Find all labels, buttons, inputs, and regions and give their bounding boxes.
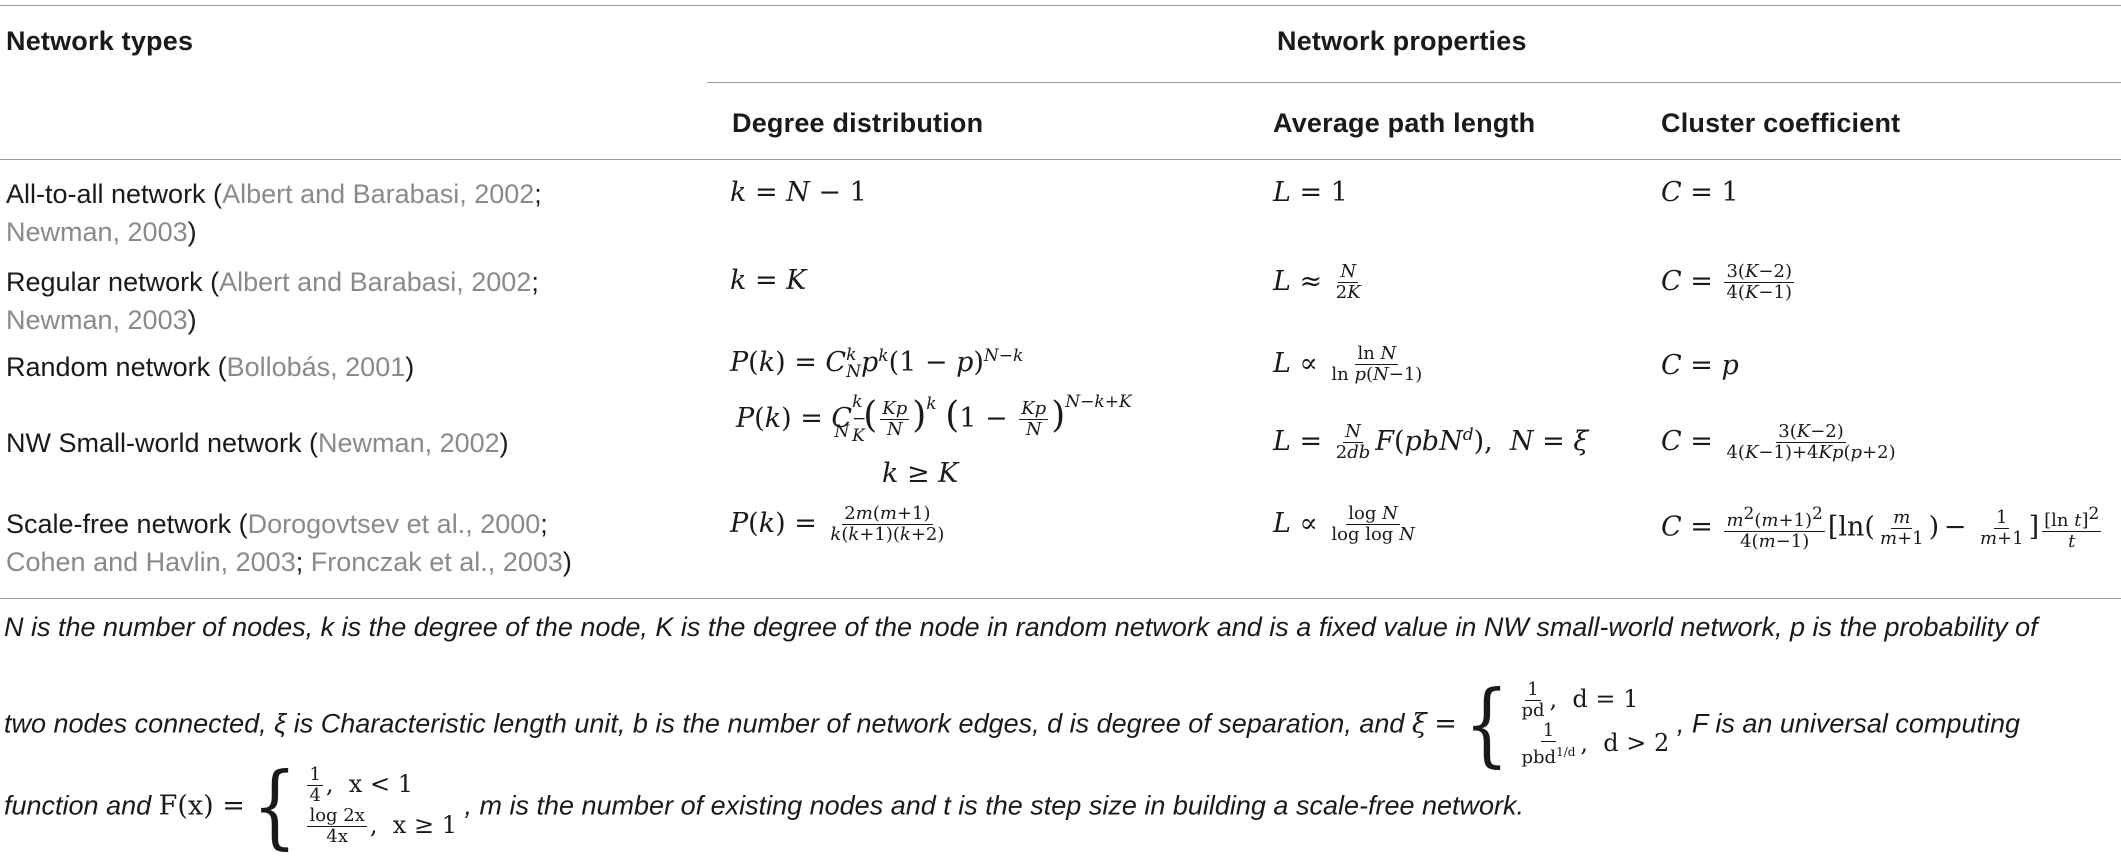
network-name: Random network ( bbox=[6, 352, 227, 382]
footnote-line-2: two nodes connected, ξ is Characteristic… bbox=[4, 670, 2020, 778]
citation-link[interactable]: Bollobás, 2001 bbox=[226, 352, 406, 382]
row-name-nw-small-world: NW Small-world network (Newman, 2002) bbox=[6, 424, 686, 462]
cluster-formula-all-to-all: C = 1 bbox=[1661, 177, 1739, 208]
path-formula-all-to-all: L = 1 bbox=[1273, 177, 1348, 208]
table-top-rule bbox=[0, 5, 2121, 6]
footnote-line-1: N is the number of nodes, k is the degre… bbox=[4, 612, 2038, 642]
cluster-formula-nw: C = 3(K−2)4(K−1)+4Kp(p+2) bbox=[1661, 421, 1896, 463]
citation-link[interactable]: Albert and Barabasi, 2002 bbox=[219, 267, 532, 297]
header-bottom-rule bbox=[0, 159, 2121, 160]
degree-condition-nw: k ≥ K bbox=[882, 458, 959, 489]
footnote-text: , m is the number of existing nodes and … bbox=[464, 790, 1525, 821]
citation-link[interactable]: Newman, 2003 bbox=[6, 217, 188, 247]
row-name-scale-free: Scale-free network (Dorogovtsev et al., … bbox=[6, 505, 706, 581]
cluster-formula-random: C = p bbox=[1661, 350, 1739, 381]
network-name: Regular network ( bbox=[6, 267, 220, 297]
degree-formula-scale-free: P(k) = 2m(m+1)k(k+1)(k+2) bbox=[730, 503, 945, 545]
equals-sign: = bbox=[1434, 708, 1457, 740]
network-name: NW Small-world network ( bbox=[6, 428, 319, 458]
footnote-text: two nodes connected, ξ is Characteristic… bbox=[4, 708, 1405, 739]
header-cluster-coefficient: Cluster coefficient bbox=[1661, 108, 1901, 138]
xi-definition: ξ bbox=[1411, 708, 1427, 740]
network-name: All-to-all network ( bbox=[6, 179, 223, 209]
paren: ) bbox=[187, 305, 197, 335]
row-name-regular: Regular network (Albert and Barabasi, 20… bbox=[6, 263, 686, 339]
header-network-properties: Network properties bbox=[1277, 26, 1527, 56]
citation-link[interactable]: Newman, 2002 bbox=[318, 428, 500, 458]
footnote-text: , F is an universal computing bbox=[1676, 708, 2020, 739]
separator: ; bbox=[534, 179, 542, 209]
header-degree-distribution: Degree distribution bbox=[732, 108, 984, 138]
separator: ; bbox=[295, 547, 311, 577]
footnote-text: function and bbox=[4, 790, 152, 821]
table-bottom-rule bbox=[0, 598, 2121, 599]
header-average-path-length: Average path length bbox=[1273, 108, 1536, 138]
paren: ) bbox=[499, 428, 509, 458]
separator: ; bbox=[540, 509, 548, 539]
citation-link[interactable]: Fronczak et al., 2003 bbox=[310, 547, 563, 577]
separator: ; bbox=[531, 267, 539, 297]
degree-formula-all-to-all: k = N − 1 bbox=[730, 177, 867, 208]
row-name-random: Random network (Bollobás, 2001) bbox=[6, 348, 686, 386]
f-of-x: F(x) = bbox=[158, 790, 245, 822]
row-name-all-to-all: All-to-all network (Albert and Barabasi,… bbox=[6, 175, 686, 251]
paren: ) bbox=[562, 547, 572, 577]
citation-link[interactable]: Dorogovtsev et al., 2000 bbox=[247, 509, 541, 539]
brace-icon: { bbox=[1464, 670, 1509, 778]
paren: ) bbox=[405, 352, 415, 382]
paren: ) bbox=[187, 217, 197, 247]
brace-icon: { bbox=[252, 752, 297, 859]
citation-link[interactable]: Albert and Barabasi, 2002 bbox=[222, 179, 535, 209]
header-network-types: Network types bbox=[6, 26, 194, 56]
degree-formula-regular: k = K bbox=[730, 265, 807, 296]
citation-link[interactable]: Newman, 2003 bbox=[6, 305, 188, 335]
network-name: Scale-free network ( bbox=[6, 509, 248, 539]
citation-link[interactable]: Cohen and Havlin, 2003 bbox=[6, 547, 296, 577]
cluster-formula-regular: C = 3(K−2)4(K−1) bbox=[1661, 261, 1794, 303]
properties-underline bbox=[707, 82, 2121, 83]
